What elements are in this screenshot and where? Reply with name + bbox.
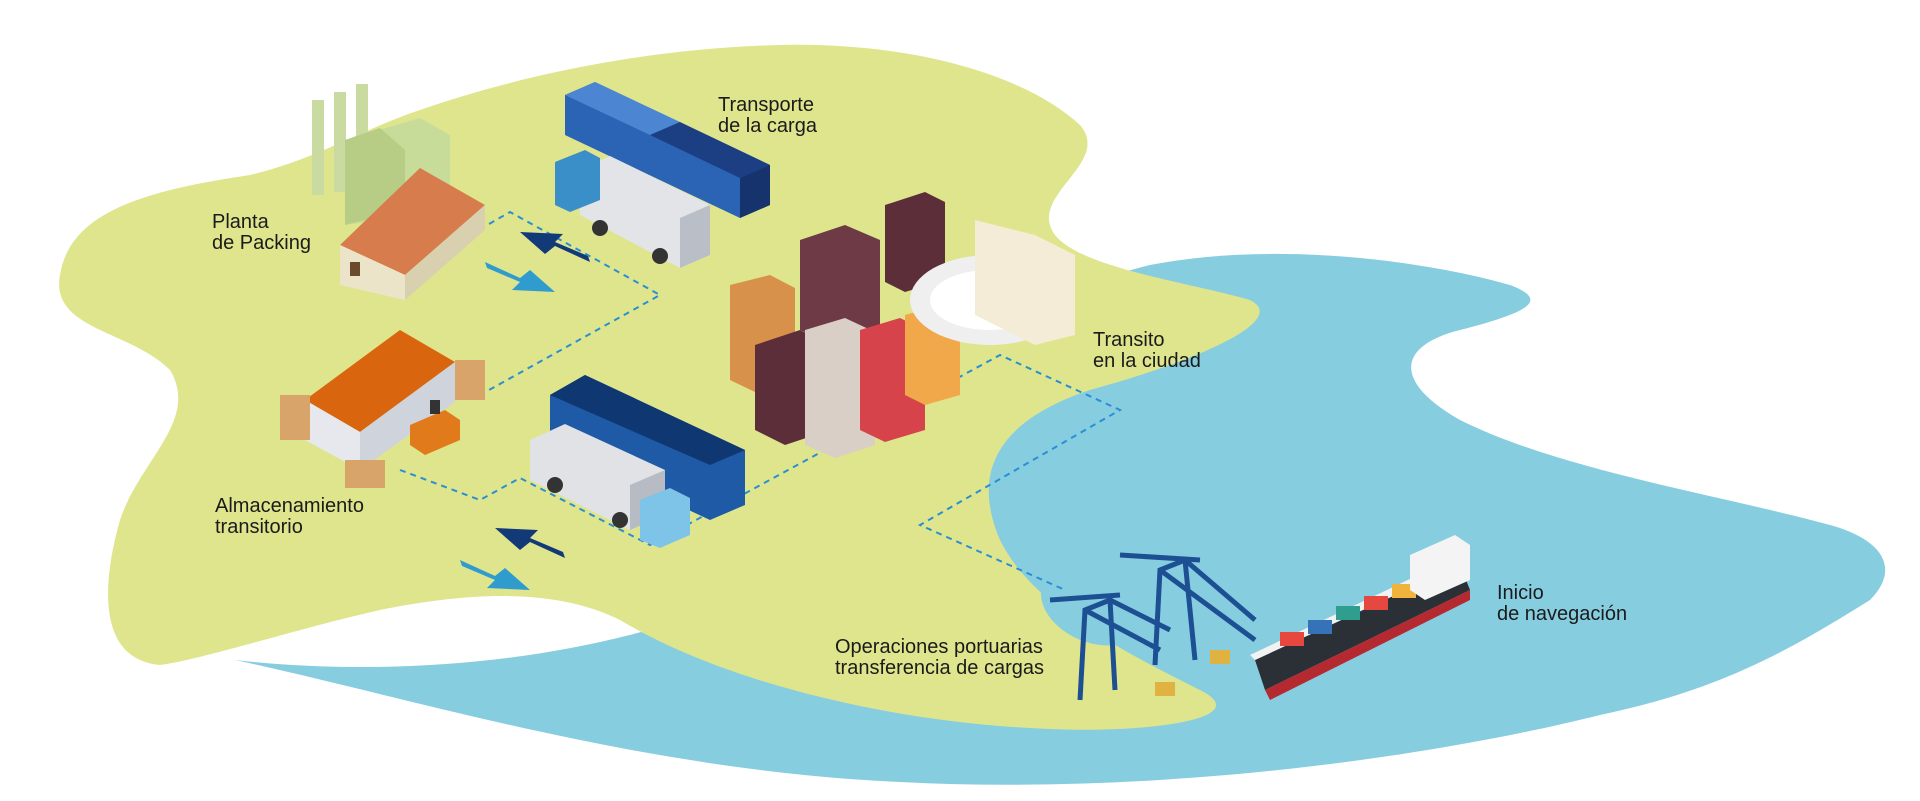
train-icon: [565, 82, 770, 218]
city-buildings-icon: [730, 192, 1075, 458]
arrow-icon: [485, 232, 590, 292]
truck-icon: [530, 424, 690, 548]
container-ship-icon: [1250, 535, 1470, 700]
water-area: [235, 253, 1886, 785]
arrow-icon: [460, 528, 565, 590]
factory-icon: [312, 84, 485, 300]
train-icon: [550, 375, 745, 520]
forklift-icon: [410, 400, 460, 455]
warehouse-icon: [280, 330, 485, 488]
port-crane-icon: [1049, 552, 1257, 701]
truck-icon: [555, 150, 710, 268]
container-icon: [1210, 650, 1230, 664]
container-icon: [1155, 682, 1175, 696]
